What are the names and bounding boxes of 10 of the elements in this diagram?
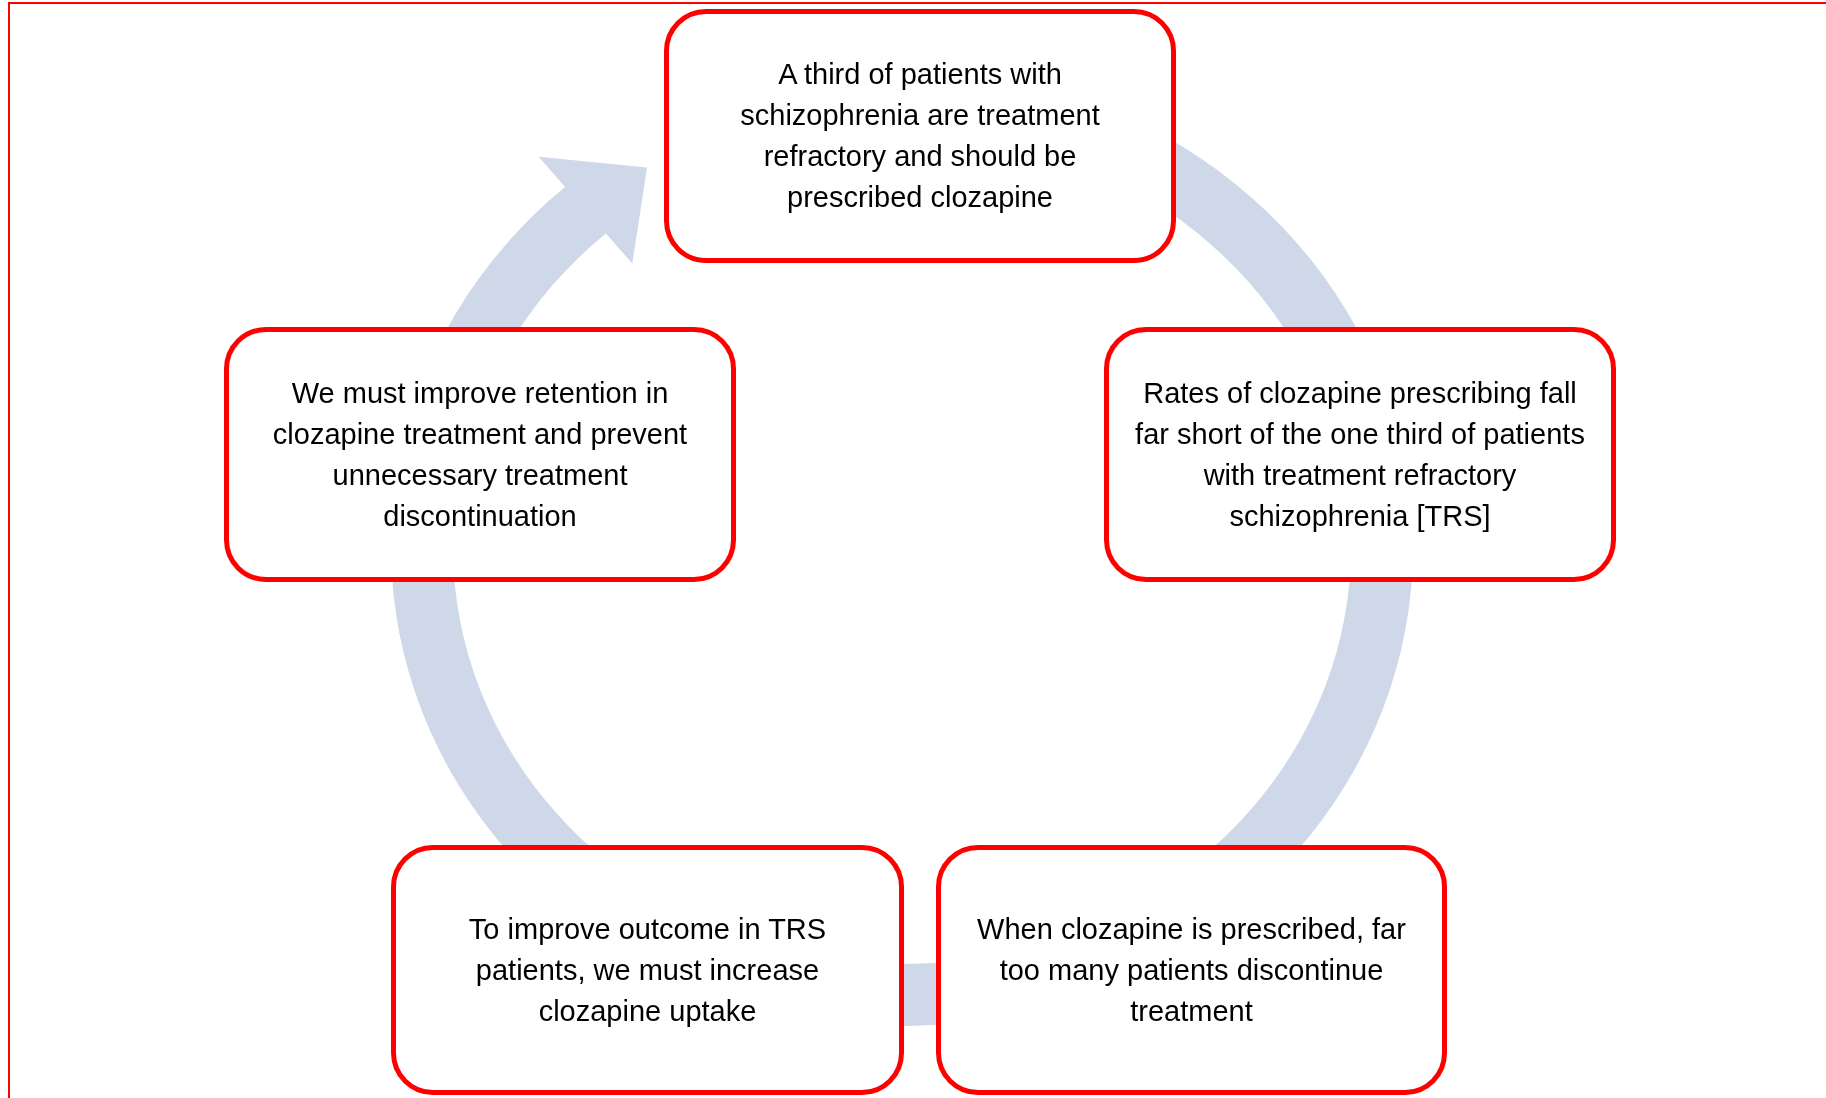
statement-box — [664, 9, 1176, 263]
statement-text: We must improve retention in clozapine treatment and prevent unnecessary treatment discontinuation — [271, 375, 689, 534]
statement-box — [936, 845, 1447, 1095]
statement-text: Rates of clozapine prescribing fall far short of the one third of patients with treatment refractory schizophrenia [TRS] — [1135, 375, 1585, 534]
statement-text: A third of patients with schizophrenia are treatment refractory and should be prescribed clozapine — [739, 57, 1101, 215]
statement-box — [391, 845, 904, 1095]
statement-box — [224, 327, 736, 582]
statement-text: To improve outcome in TRS patients, we must increase clozapine uptake — [467, 911, 828, 1029]
statement-box — [1104, 327, 1616, 582]
statement-text: When clozapine is prescribed, far too many patients discontinue treatment — [976, 911, 1407, 1029]
